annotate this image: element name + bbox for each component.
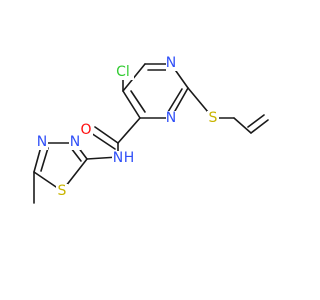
bond-c4-camide (117, 117, 141, 144)
bond-ch2-ch (233, 117, 252, 134)
bond-ch-ch2-double (247, 114, 265, 128)
bond-c4-c5-double (130, 90, 146, 113)
thiadiazole-n4-label: N (37, 134, 47, 150)
bond-camide-o-double (90, 132, 116, 150)
bond-ch-ch2 (250, 119, 269, 134)
atom-labels: Cl N N S O N H N N S (36, 55, 219, 199)
bond-c4-c5 (122, 90, 141, 119)
amide-nitrogen-label: N (113, 150, 123, 166)
amide-hydrogen-label: H (124, 150, 135, 166)
bond-camide-o (94, 126, 119, 144)
carbonyl-oxygen-label: O (80, 122, 91, 138)
bond-c2t-n3t-double (70, 147, 82, 162)
bond-n4t-c5t-double (40, 147, 49, 172)
bond-c2-n3-double (167, 88, 183, 113)
thiadiazole-n3-label: N (70, 134, 80, 150)
pyrimidine-n3-label: N (166, 110, 176, 126)
thioether-sulfur-label: S (209, 110, 218, 126)
thiadiazole-sulfur-label: S (58, 183, 67, 199)
pyrimidine-n1-label: N (166, 55, 176, 71)
molecule-diagram: Cl N N S O N H N N S (33, 55, 269, 204)
chlorine-label: Cl (116, 64, 130, 80)
